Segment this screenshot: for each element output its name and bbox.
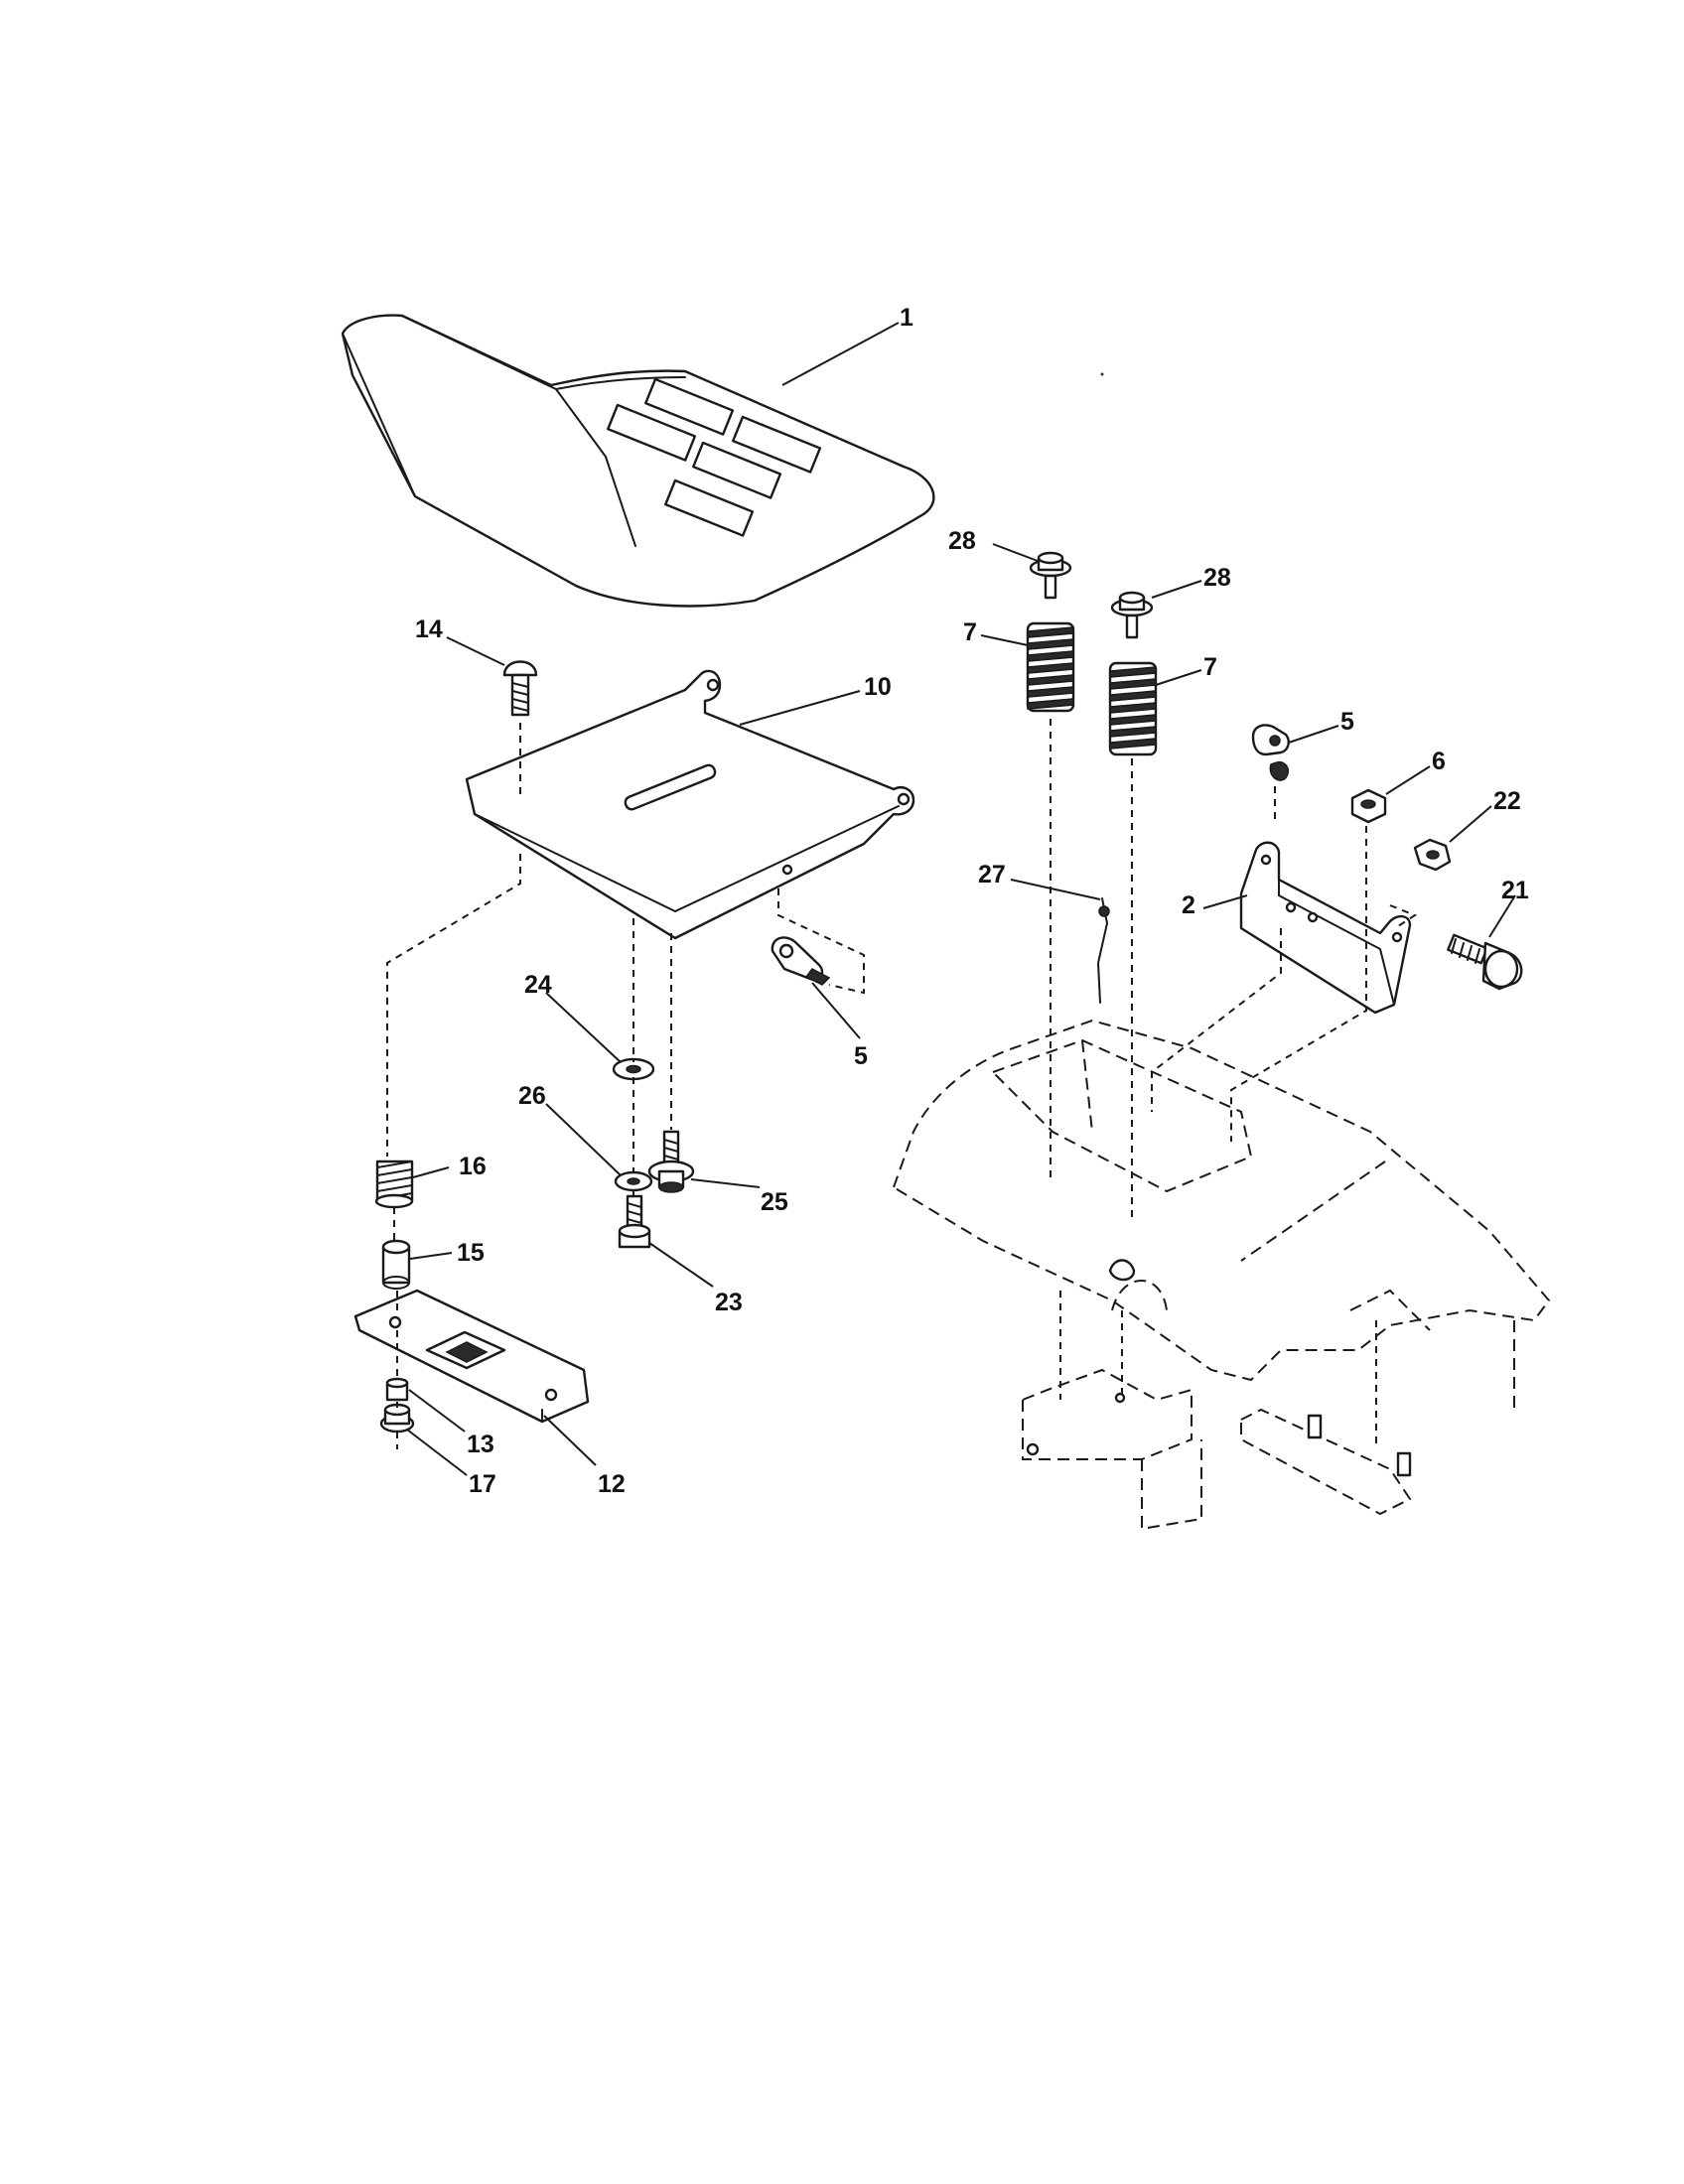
clip-part-5-left — [771, 936, 831, 986]
callout-23: 23 — [715, 1289, 743, 1316]
spring-part-7-right — [1108, 661, 1158, 756]
nut-part-13 — [385, 1377, 409, 1402]
callout-21: 21 — [1501, 877, 1529, 904]
callout-15: 15 — [457, 1239, 485, 1267]
leader-lines — [406, 322, 1516, 1476]
callout-25: 25 — [761, 1188, 788, 1216]
callout-6: 6 — [1432, 748, 1446, 775]
callout-7-right: 7 — [1203, 653, 1217, 681]
spacer-part-15 — [381, 1239, 411, 1290]
flange-screw-part-25 — [647, 1130, 695, 1193]
callout-13: 13 — [467, 1431, 494, 1458]
callout-10: 10 — [864, 673, 892, 701]
callout-2: 2 — [1182, 891, 1195, 919]
lock-washer-part-26 — [614, 1170, 653, 1192]
shoulder-bolt-part-28-right — [1110, 591, 1154, 639]
stray-dot — [1100, 372, 1104, 376]
callout-16: 16 — [459, 1153, 487, 1180]
carriage-bolt-part-14 — [502, 660, 538, 717]
callout-5-left: 5 — [854, 1042, 868, 1070]
callout-24: 24 — [524, 971, 552, 999]
callout-27: 27 — [978, 861, 1006, 888]
wire-part-27 — [1096, 897, 1110, 1004]
nut-part-22 — [1413, 838, 1452, 872]
callout-26: 26 — [518, 1082, 546, 1110]
bracket-part-2 — [1239, 841, 1412, 1015]
callout-14: 14 — [415, 615, 443, 643]
seat-pan-part-10 — [465, 669, 915, 940]
callout-17: 17 — [469, 1470, 496, 1498]
bolt-part-21 — [1447, 933, 1523, 991]
spring-part-16 — [374, 1160, 414, 1209]
clip-part-5-right — [1251, 724, 1290, 781]
callout-7-left: 7 — [963, 618, 977, 646]
callout-5-right: 5 — [1340, 708, 1354, 736]
callout-28-left: 28 — [948, 527, 976, 555]
assembly-lines — [386, 719, 1418, 1449]
flange-nut-part-17 — [379, 1403, 415, 1433]
hex-nut-part-6 — [1350, 788, 1387, 824]
spring-part-7-left — [1026, 621, 1075, 713]
seat-plate-part-12 — [353, 1289, 590, 1424]
shoulder-bolt-part-28-left — [1029, 551, 1072, 600]
callout-28-right: 28 — [1203, 564, 1231, 592]
frame-fittings — [1026, 1259, 1412, 1477]
callout-12: 12 — [598, 1470, 626, 1498]
seat-part-1 — [341, 314, 935, 608]
washer-part-24 — [612, 1057, 655, 1081]
hex-bolt-part-23 — [618, 1194, 651, 1249]
chassis-frame-outline — [892, 1019, 1551, 1531]
callout-22: 22 — [1493, 787, 1521, 815]
callout-labels: 1 14 10 28 28 7 7 5 6 22 27 2 21 24 5 26… — [415, 304, 1529, 1498]
callout-1: 1 — [900, 304, 913, 332]
